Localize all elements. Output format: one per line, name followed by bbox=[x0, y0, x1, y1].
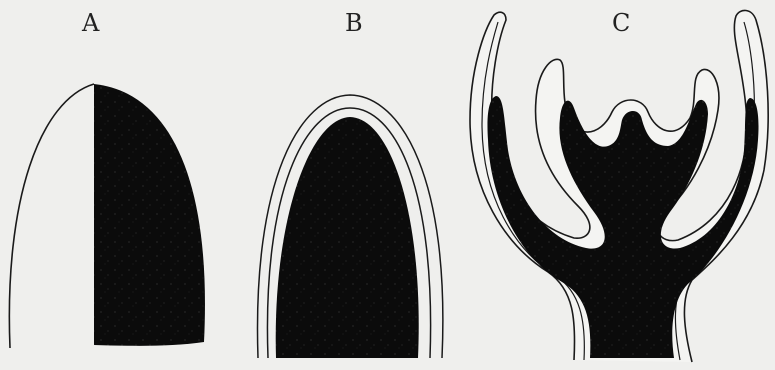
panel-c-shape bbox=[470, 10, 768, 362]
panel-a-shape bbox=[9, 84, 205, 348]
panel-b-shape bbox=[257, 95, 442, 358]
panel-c-filled-body bbox=[487, 96, 758, 358]
panel-a-outline bbox=[9, 84, 94, 348]
panel-a-filled-half bbox=[94, 84, 205, 346]
